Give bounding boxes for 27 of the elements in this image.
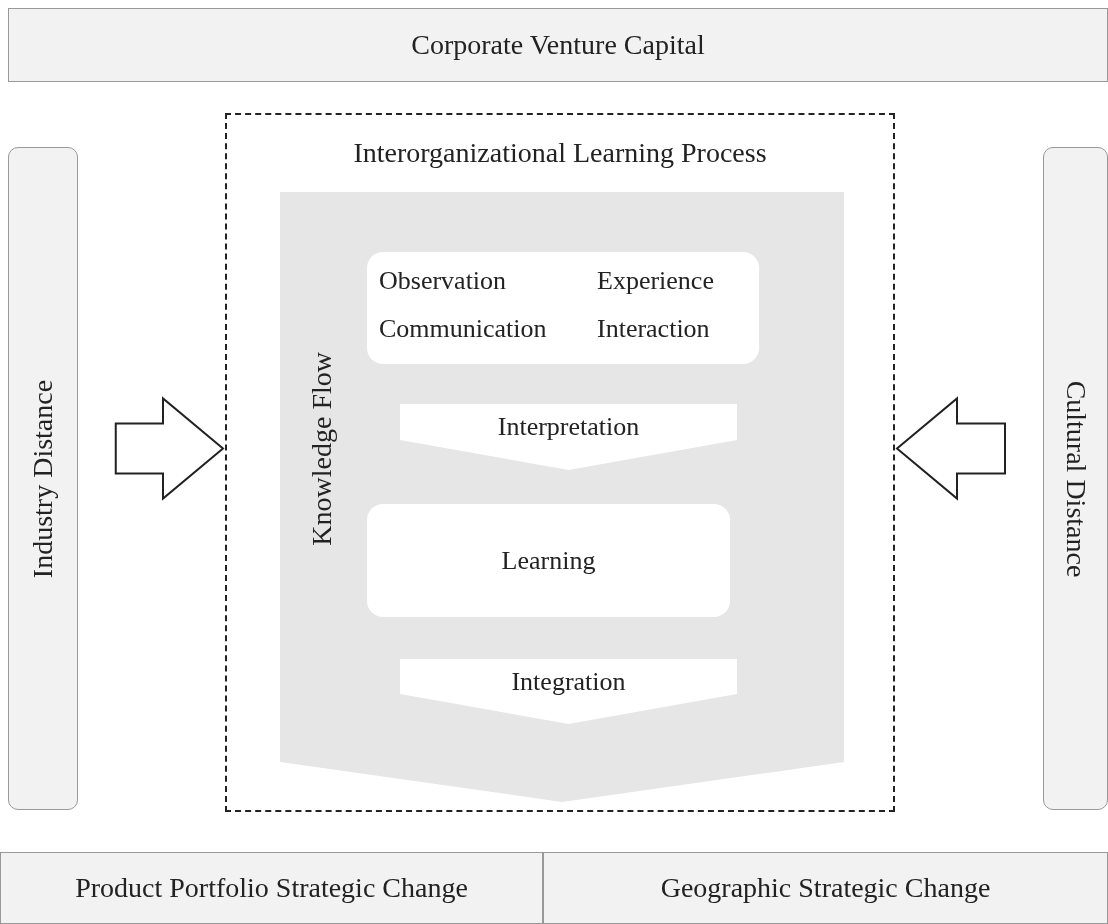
process-box	[367, 504, 730, 617]
text-label: Observation	[379, 266, 507, 296]
footer-cell	[0, 852, 543, 924]
side-panel	[1043, 147, 1108, 810]
process-frame	[225, 113, 895, 812]
activity-box	[367, 252, 759, 364]
text-label: Corporate Venture Capital	[410, 29, 706, 61]
text-label: Integration	[510, 667, 627, 697]
header-bar	[8, 8, 1108, 82]
text-label: Knowledge Flow	[306, 352, 338, 546]
footer-cell	[543, 852, 1108, 924]
text-label: Cultural Distance	[1059, 380, 1092, 577]
side-panel	[8, 147, 78, 810]
flow-band	[280, 192, 844, 802]
block-arrow	[895, 396, 1006, 501]
text-label: Product Portfolio Strategic Change	[74, 872, 469, 904]
text-label: Communication	[379, 314, 547, 344]
text-label: Industry Distance	[27, 379, 59, 578]
text-label: Learning	[500, 545, 597, 576]
text-label: Interorganizational Learning Process	[352, 137, 768, 169]
block-arrow	[114, 396, 225, 501]
text-label: Experience	[597, 266, 714, 296]
text-label: Interaction	[597, 314, 710, 344]
chevron-step	[400, 404, 737, 470]
text-label: Interpretation	[496, 412, 641, 442]
text-label: Geographic Strategic Change	[659, 872, 992, 904]
chevron-step	[400, 659, 737, 724]
